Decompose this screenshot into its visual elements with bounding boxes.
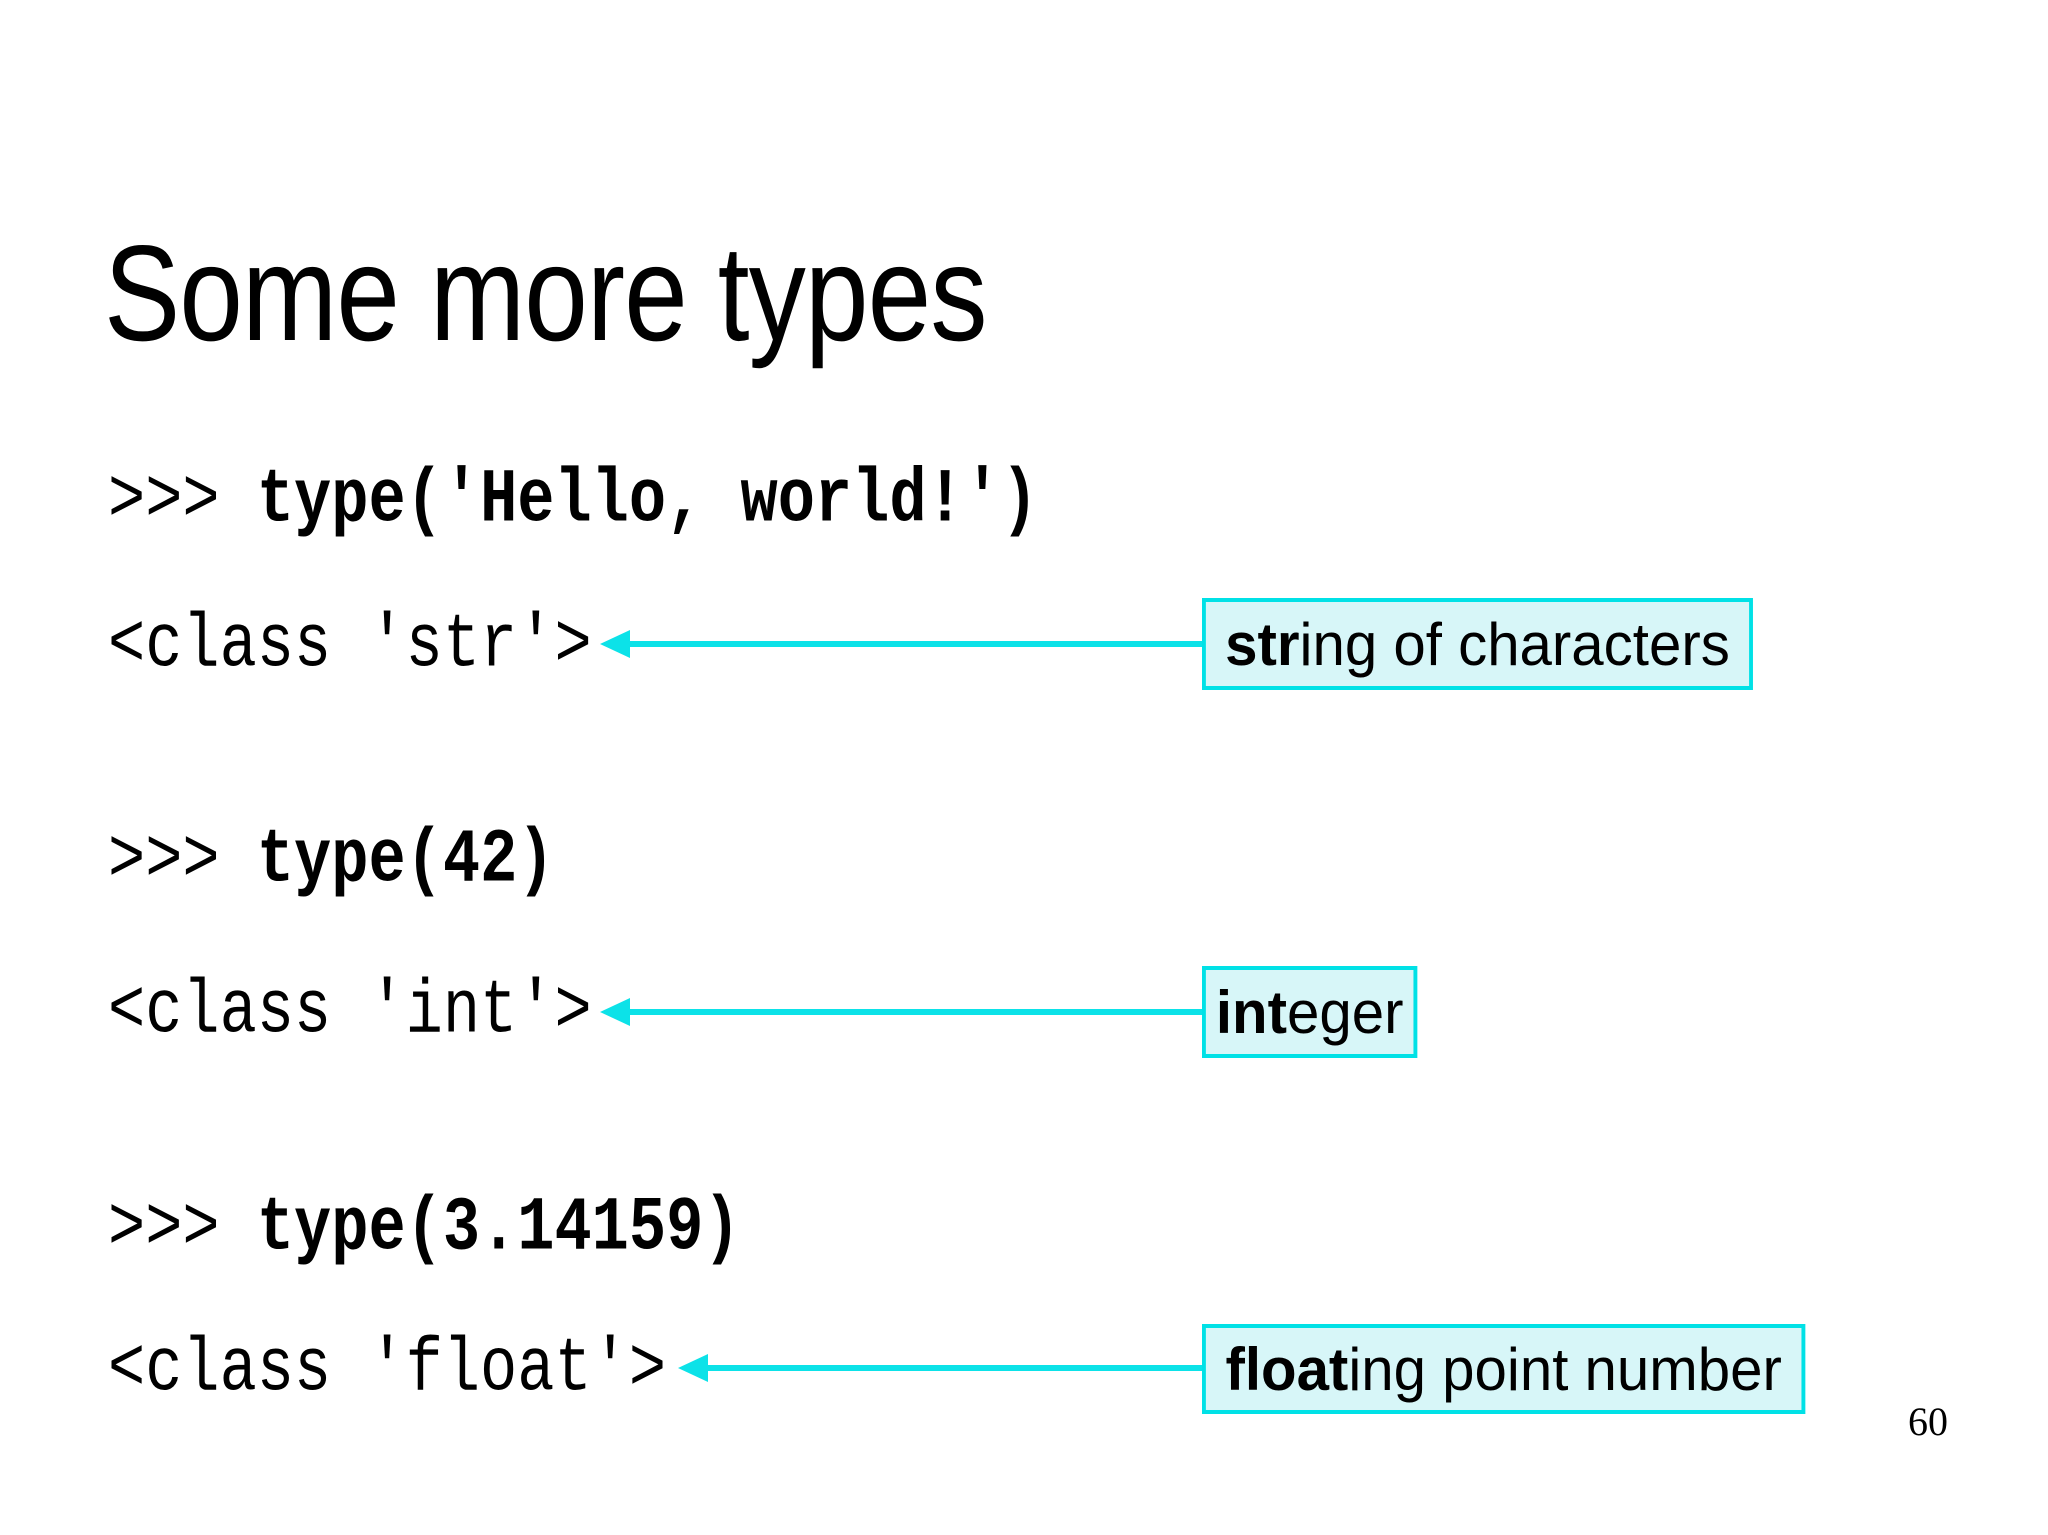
annotation-bold-part: float [1225, 1335, 1349, 1403]
repl-prompt: >>> [108, 1184, 257, 1272]
output-line-float: <class 'float'> [108, 1324, 666, 1414]
repl-prompt: >>> [108, 816, 257, 904]
arrow-left-icon [600, 630, 630, 658]
page-number: 60 [1908, 1399, 1948, 1444]
arrow-shaft [626, 1009, 1206, 1015]
arrow-left-icon [678, 1354, 708, 1382]
arrow-shaft [704, 1365, 1206, 1371]
prompt-line-str: >>> type('Hello, world!') [108, 455, 1038, 545]
code-output: <class 'str'> [108, 601, 592, 689]
page-title: Some more types [104, 217, 987, 370]
output-line-int: <class 'int'> [108, 966, 592, 1056]
arrow-shaft [626, 641, 1206, 647]
annotation-bold-part: int [1215, 978, 1287, 1046]
annotation-bold-part: str [1225, 610, 1300, 678]
annotation-box-float: floating point number [1202, 1324, 1806, 1414]
code-output: <class 'float'> [108, 1325, 667, 1413]
prompt-line-int: >>> type(42) [108, 815, 554, 905]
annotation-rest-part: ing point number [1348, 1335, 1782, 1403]
annotation-rest-part: eger [1286, 978, 1404, 1046]
annotation-rest-part: ing of characters [1299, 610, 1730, 678]
annotation-text: integer [1216, 978, 1404, 1047]
prompt-line-float: >>> type(3.14159) [108, 1183, 741, 1273]
code-command: type(3.14159) [256, 1184, 741, 1272]
code-output: <class 'int'> [108, 967, 592, 1055]
repl-prompt: >>> [108, 456, 257, 544]
output-line-str: <class 'str'> [108, 600, 592, 690]
annotation-box-str: string of characters [1202, 598, 1753, 690]
code-command: type(42) [256, 816, 555, 904]
code-command: type('Hello, world!') [256, 456, 1039, 544]
annotation-text: string of characters [1225, 610, 1730, 679]
arrow-left-icon [600, 998, 630, 1026]
annotation-box-int: integer [1202, 966, 1418, 1058]
annotation-text: floating point number [1225, 1335, 1781, 1404]
